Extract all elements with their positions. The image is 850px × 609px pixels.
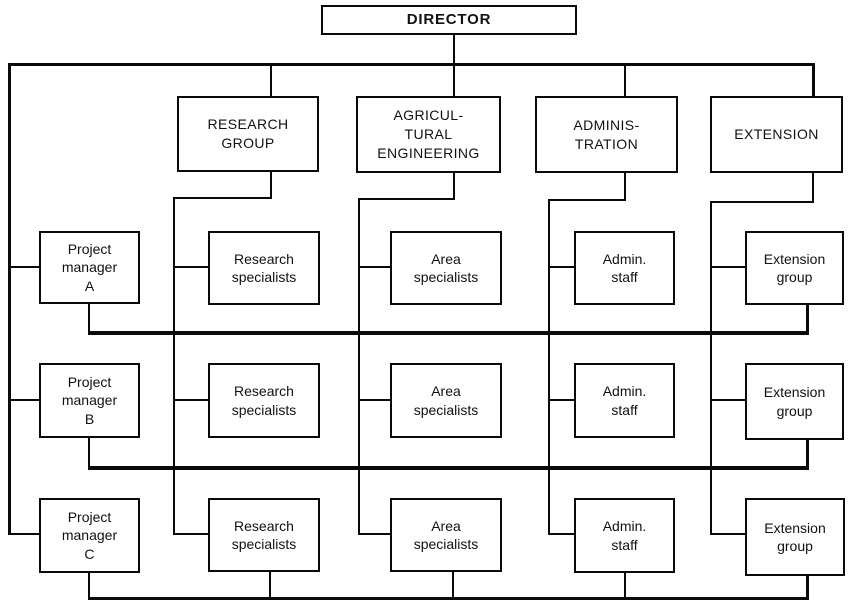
line-row-a-extension-up: [806, 304, 809, 333]
line-stub-b-pm: [8, 399, 39, 401]
node-director: DIRECTOR: [321, 5, 577, 35]
node-dept-administration: ADMINIS- TRATION: [535, 96, 678, 173]
node-project-manager-a: Project manager A: [39, 231, 140, 304]
line-row-b-extension-up: [806, 438, 809, 468]
line-administration-drop: [624, 172, 626, 201]
node-admin-staff-c: Admin. staff: [574, 498, 675, 573]
line-stub-c-admin: [548, 533, 575, 535]
line-stub-a-extension: [710, 266, 746, 268]
line-stub-a-pm: [8, 266, 39, 268]
line-stub-top-administration: [624, 64, 626, 96]
line-stub-c-pm: [8, 533, 39, 535]
line-main-bus: [8, 63, 815, 66]
line-research-jog: [173, 197, 272, 199]
line-stub-top-research: [270, 64, 272, 96]
node-admin-staff-b: Admin. staff: [574, 363, 675, 438]
line-stub-b-admin: [548, 399, 575, 401]
node-research-specialists-a: Research specialists: [208, 231, 320, 305]
line-administration-column: [548, 199, 550, 535]
line-stub-b-area: [358, 399, 391, 401]
line-administration-jog: [548, 199, 626, 201]
line-extension-jog: [710, 201, 814, 203]
node-project-manager-b: Project manager B: [39, 363, 140, 438]
node-extension-group-b: Extension group: [745, 363, 844, 440]
line-pm-spine: [8, 63, 11, 535]
node-dept-extension: EXTENSION: [710, 96, 843, 173]
node-research-specialists-b: Research specialists: [208, 363, 320, 438]
line-row-c-area-drop: [452, 572, 454, 599]
line-row-c-bus: [88, 597, 809, 600]
node-area-specialists-b: Area specialists: [390, 363, 502, 438]
line-row-c-admin-drop: [624, 573, 626, 599]
node-research-specialists-c: Research specialists: [208, 498, 320, 572]
line-agricultural-drop: [453, 172, 455, 200]
line-stub-top-extension: [812, 64, 815, 96]
node-project-manager-c: Project manager C: [39, 498, 140, 573]
node-extension-group-a: Extension group: [745, 231, 844, 305]
node-area-specialists-a: Area specialists: [390, 231, 502, 305]
line-pm-b-drop: [88, 438, 90, 469]
node-extension-group-c: Extension group: [745, 498, 845, 576]
line-pm-a-drop: [88, 303, 90, 334]
line-row-c-extension-drop: [806, 574, 809, 599]
line-row-a-bus: [88, 331, 809, 335]
line-extension-column: [710, 201, 712, 535]
line-stub-c-extension: [710, 533, 746, 535]
line-stub-b-research: [173, 399, 209, 401]
line-extension-drop: [812, 172, 814, 203]
node-admin-staff-a: Admin. staff: [574, 231, 675, 305]
node-area-specialists-c: Area specialists: [390, 498, 502, 572]
line-agricultural-jog: [358, 198, 455, 200]
line-pm-c-drop: [88, 572, 90, 600]
line-research-column: [173, 197, 175, 535]
line-stub-b-extension: [710, 399, 746, 401]
line-stub-c-area: [358, 533, 391, 535]
line-row-b-bus: [88, 466, 809, 470]
line-stub-a-area: [358, 266, 391, 268]
line-stub-a-research: [173, 266, 209, 268]
line-agricultural-column: [358, 198, 360, 535]
line-stub-a-admin: [548, 266, 575, 268]
line-research-drop: [270, 171, 272, 199]
node-dept-research-group: RESEARCH GROUP: [177, 96, 319, 172]
line-stub-c-research: [173, 533, 209, 535]
line-row-c-research-drop: [269, 572, 271, 599]
node-dept-agricultural-engineering: AGRICUL- TURAL ENGINEERING: [356, 96, 501, 173]
